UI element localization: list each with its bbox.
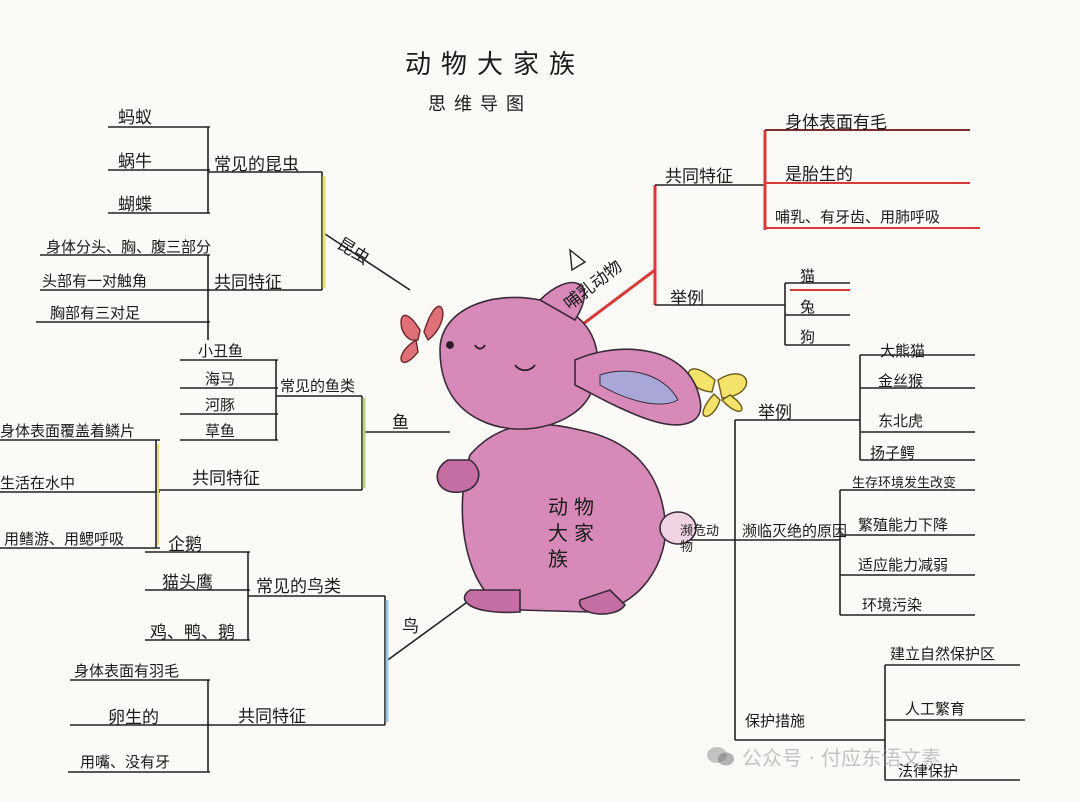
insect-traits-label: 共同特征 (214, 273, 282, 293)
mammal-examples-label: 举例 (670, 289, 704, 309)
endangered-reason: 环境污染 (862, 596, 923, 614)
mammal-example: 狗 (800, 328, 816, 346)
wechat-icon (707, 747, 734, 766)
endangered-reason: 繁殖能力下降 (858, 516, 949, 534)
insect-trait: 头部有一对触角 (42, 272, 148, 290)
mammal-trait: 身体表面有毛 (785, 113, 887, 133)
mammal-trait: 哺乳、有牙齿、用肺呼吸 (775, 208, 941, 226)
fish-common-label: 常见的鱼类 (280, 377, 356, 395)
rabbit-illustration (436, 281, 702, 615)
insect-trait: 身体分头、胸、腹三部分 (46, 238, 212, 256)
bird-example: 猫头鹰 (162, 573, 213, 593)
page-title: 动物大家族 (405, 50, 586, 80)
endangered-branch-label: 濒危动物 (680, 524, 720, 555)
mammal-branch-lines (574, 129, 980, 346)
bird-trait: 身体表面有羽毛 (74, 662, 180, 680)
center-label: 动物大家族 (548, 495, 600, 571)
rabbit-face (446, 341, 536, 372)
bird-example: 企鹅 (168, 535, 202, 555)
mammal-example: 兔 (800, 298, 816, 316)
fish-example: 河豚 (205, 396, 236, 414)
insect-branch-lines (36, 126, 411, 340)
insect-example: 蚂蚁 (118, 108, 152, 128)
yellow-butterfly-icon (687, 368, 748, 417)
mammal-example: 猫 (800, 267, 816, 285)
bird-common-label: 常见的鸟类 (256, 577, 341, 597)
fish-trait: 身体表面覆盖着鳞片 (0, 422, 136, 440)
mammal-traits-label: 共同特征 (665, 167, 733, 187)
bird-traits-label: 共同特征 (238, 707, 306, 727)
fish-example: 海马 (205, 370, 236, 388)
endangered-protection: 法律保护 (898, 762, 959, 780)
fish-trait: 用鳍游、用鳃呼吸 (4, 530, 125, 548)
endangered-reasons-label: 濒临灭绝的原因 (742, 522, 848, 540)
insect-example: 蜗牛 (118, 152, 152, 172)
fish-trait: 生活在水中 (0, 474, 76, 492)
flag-icon (569, 248, 587, 272)
bird-branch-lines (68, 551, 471, 773)
endangered-example: 扬子鳄 (870, 444, 916, 462)
endangered-protection: 人工繁育 (905, 700, 966, 718)
endangered-example: 大熊猫 (880, 342, 926, 360)
watermark: 公众号 · 付应东语文素 (742, 746, 942, 770)
fish-example: 草鱼 (205, 422, 236, 440)
bird-example: 鸡、鸭、鹅 (150, 623, 235, 643)
fish-example: 小丑鱼 (198, 342, 244, 360)
endangered-example: 金丝猴 (878, 372, 924, 390)
fish-branch-lines (0, 359, 450, 549)
endangered-example: 东北虎 (878, 412, 924, 430)
endangered-examples-label: 举例 (758, 403, 792, 423)
page-subtitle: 思维导图 (428, 94, 532, 115)
bird-branch-label: 鸟 (402, 617, 419, 637)
endangered-protection-label: 保护措施 (745, 712, 806, 730)
fish-branch-label: 鱼 (392, 413, 409, 433)
red-butterfly-icon (400, 305, 444, 364)
endangered-branch-lines (690, 354, 1025, 781)
fish-traits-label: 共同特征 (192, 469, 260, 489)
endangered-reason: 适应能力减弱 (858, 556, 949, 574)
bird-trait: 卵生的 (108, 708, 159, 728)
endangered-protection: 建立自然保护区 (890, 645, 996, 663)
insect-common-label: 常见的昆虫 (214, 155, 299, 175)
mammal-trait: 是胎生的 (785, 165, 853, 185)
insect-trait: 胸部有三对足 (50, 304, 141, 322)
insect-example: 蝴蝶 (118, 195, 152, 215)
bird-trait: 用嘴、没有牙 (80, 753, 171, 771)
endangered-reason: 生存环境发生改变 (852, 476, 957, 491)
